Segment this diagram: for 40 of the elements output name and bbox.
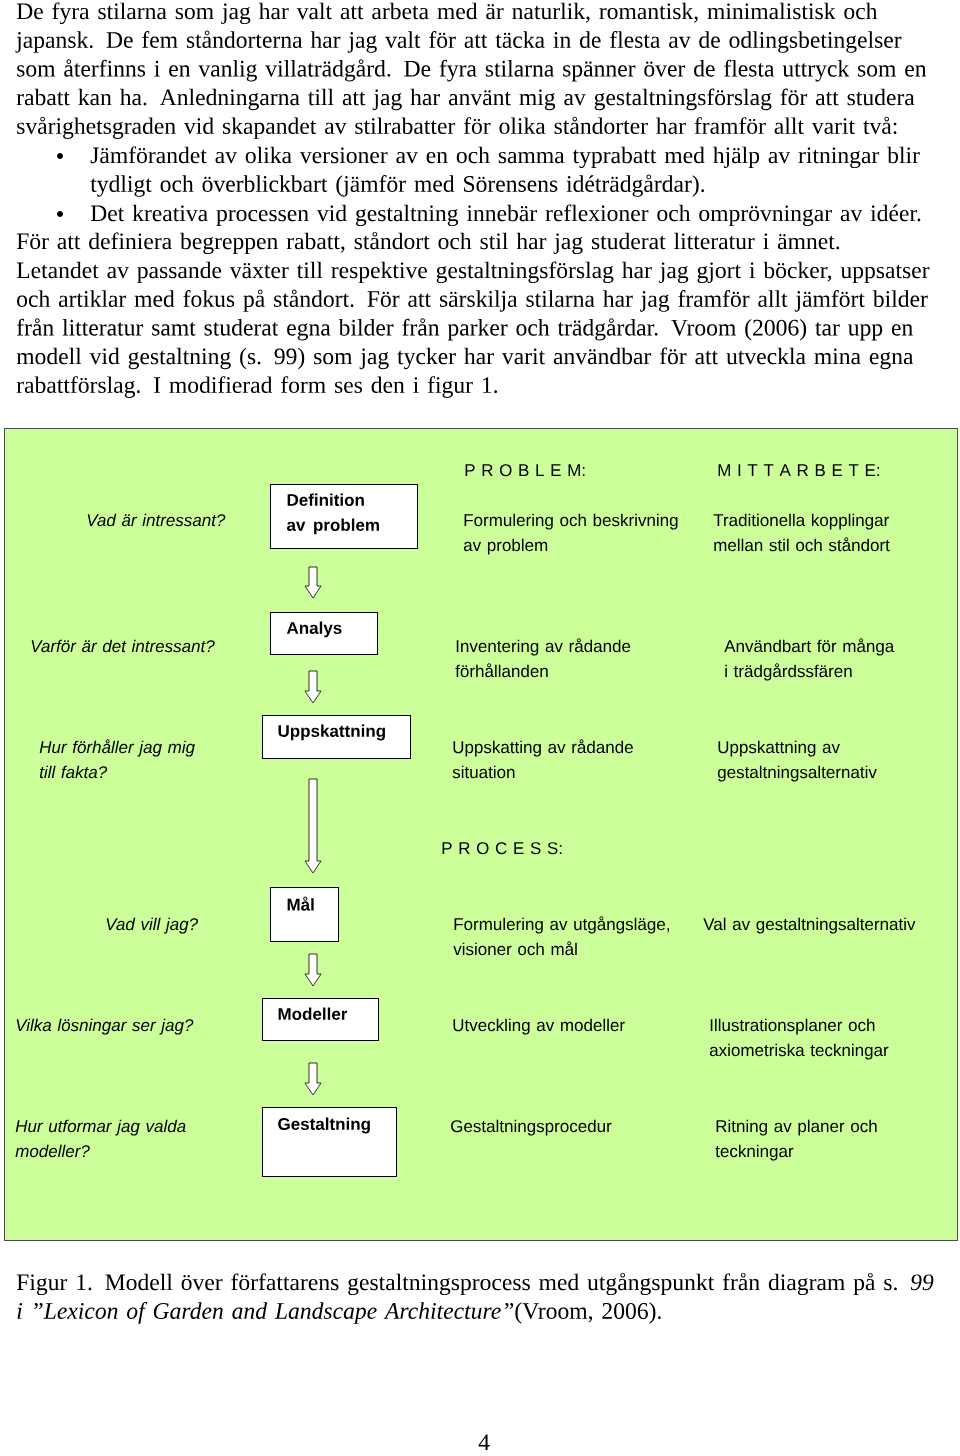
question-text: Vad vill jag?	[106, 917, 199, 934]
bullet-item: Det kreativa processen vid gestaltning innebär reflexioner och omprövningar av idéer.	[90, 204, 921, 227]
description-text: Formulering av utgångsläge, visioner och mål	[453, 916, 669, 956]
description-text: Utveckling av modeller	[453, 1018, 625, 1035]
process-box: Modeller	[262, 998, 379, 1041]
arrow	[304, 1062, 322, 1096]
question-text: Hur förhåller jag mig till fakta?	[39, 739, 195, 779]
paragraph: För att definiera begreppen rabatt, ståndort och stil har jag studerat litteratur i ämnet.	[16, 231, 840, 255]
description-text: Uppskattning av gestaltningsalternativ	[717, 740, 877, 782]
paragraph: De fyra stilarna som jag har valt att arbeta med är naturlik, romantisk, minimalistisk och japansk. De fem ståndorterna har jag valt för att täcka in de flesta av de odlingsbetingelser som återfinns i en vanlig villaträdgård. De fyra stilarna spänner över de flesta uttryck som en rabatt kan ha. Anledningarna till att jag har använt mig av gestaltningsförslag för att studera svårighetsgraden vid skapandet av stilrabatter för olika ståndorter har framför allt varit två:	[15, 2, 927, 139]
process-box: Uppskattning	[262, 715, 411, 759]
description-text: Formulering och beskrivning av problem	[463, 513, 678, 555]
column-heading: P R O B L E M:	[465, 464, 585, 477]
figure-caption: Figur 1. Modell över författarens gestaltningsprocess med utgångspunkt från diagram på s. 99 i ”Lexicon of Garden and Landscape Architecture”(Vroom, 2006).	[16, 1272, 934, 1324]
column-heading: M I T T A R B E T E:	[718, 464, 880, 476]
arrow	[304, 670, 322, 704]
question-text: Vilka lösningar ser jag?	[16, 1018, 194, 1035]
question-text: Varför är det intressant?	[31, 639, 215, 653]
process-box: Mål	[270, 887, 339, 942]
arrow	[304, 778, 322, 874]
question-text: Vad är intressant?	[87, 513, 226, 527]
process-box: Definition av problem	[270, 484, 418, 549]
arrow	[304, 953, 322, 987]
description-text: Ritning av planer och teckningar	[715, 1119, 877, 1161]
description-text: Gestaltningsprocedur	[451, 1119, 612, 1136]
arrow	[304, 566, 322, 599]
description-text: Inventering av rådande förhållanden	[455, 638, 631, 678]
page-number: 4	[478, 1434, 490, 1450]
description-text: Användbart för många i trädgårdssfären	[724, 638, 895, 681]
description-text: Illustrationsplaner och axiometriska teckningar	[709, 1018, 889, 1060]
column-heading: P R O C E S S:	[442, 842, 562, 855]
process-box: Analys	[270, 612, 378, 655]
question-text: Hur utformar jag valda modeller?	[15, 1119, 186, 1158]
description-text: Uppskatting av rådande situation	[452, 739, 633, 779]
description-text: Traditionella kopplingar mellan stil och ståndort	[713, 513, 890, 552]
paragraph: Letandet av passande växter till respektive gestaltningsförslag har jag gjort i böcker, uppsatser och artiklar med fokus på ståndort. För att särskilja stilarna har jag framför allt jämfört bilder från litteratur samt studerat egna bilder från parker och trädgårdar. Vroom (2006) tar upp en modell vid gestaltning (s. 99) som jag tycker har varit användbar för att utveckla mina egna rabattförslag. I modifierad form ses den i figur 1.	[16, 261, 930, 398]
bullet-item: Jämförandet av olika versioner av en och samma typrabatt med hjälp av ritningar blir tydligt och överblickbart (jämför med Sörensens idéträdgårdar).	[90, 146, 920, 197]
description-text: Val av gestaltningsalternativ	[703, 917, 916, 934]
panel-background	[4, 428, 958, 1241]
process-box: Gestaltning	[262, 1107, 397, 1177]
